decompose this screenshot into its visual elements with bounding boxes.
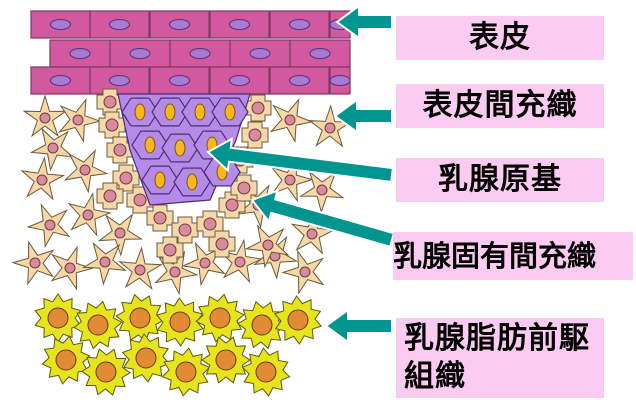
primordium-nucleus bbox=[194, 103, 206, 121]
stroma-nucleus bbox=[178, 223, 192, 237]
label-mammary-stroma: 乳腺固有間充織 bbox=[393, 232, 633, 280]
epidermis-nucleus bbox=[289, 75, 310, 86]
fat-nucleus bbox=[55, 349, 77, 371]
primordium-nucleus bbox=[186, 173, 198, 191]
mesenchyme-nucleus bbox=[234, 256, 246, 268]
label-epidermis-text: 表皮 bbox=[469, 20, 531, 55]
stroma-nucleus bbox=[203, 217, 217, 231]
epidermis-nucleus bbox=[109, 19, 130, 30]
epidermis-nucleus bbox=[289, 19, 310, 30]
mesenchyme-nucleus bbox=[44, 219, 56, 231]
label-epidermis: 表皮 bbox=[396, 16, 604, 60]
mesenchyme-nucleus bbox=[316, 184, 328, 196]
fat-nucleus bbox=[95, 361, 117, 383]
fat-nucleus bbox=[209, 307, 231, 329]
mesenchyme-nucleus bbox=[39, 112, 51, 124]
mesenchyme-cells bbox=[11, 94, 353, 296]
fat-precursor-tissue bbox=[34, 293, 323, 397]
arrow-epidermis bbox=[335, 4, 393, 40]
epidermis-nucleus bbox=[69, 48, 91, 59]
epidermis-nucleus bbox=[229, 75, 250, 86]
epidermis-nucleus bbox=[50, 75, 71, 86]
stroma-nucleus bbox=[103, 189, 117, 203]
arrow-epidermal-mesenchyme bbox=[333, 98, 393, 134]
mesenchyme-nucleus bbox=[324, 122, 336, 134]
stroma-nucleus bbox=[237, 181, 251, 195]
fat-nucleus bbox=[215, 349, 237, 371]
epidermis-nucleus bbox=[50, 19, 71, 30]
mesenchyme-nucleus bbox=[284, 174, 296, 186]
mammary-primordium bbox=[117, 93, 251, 206]
stroma-nucleus bbox=[153, 211, 167, 225]
pointer-arrows bbox=[206, 4, 396, 344]
mesenchyme-nucleus bbox=[169, 266, 181, 278]
label-epidermal-mesenchyme-text: 表皮間充織 bbox=[422, 88, 578, 123]
mesenchyme-nucleus bbox=[262, 239, 274, 251]
stroma-nucleus bbox=[215, 237, 229, 251]
mesenchyme-nucleus bbox=[72, 114, 84, 126]
fat-nucleus bbox=[255, 361, 277, 383]
primordium-nucleus bbox=[174, 139, 186, 157]
epidermis-nucleus bbox=[329, 75, 351, 86]
primordium-nucleus bbox=[154, 171, 166, 189]
epidermis-nucleus bbox=[189, 48, 211, 59]
stroma-nucleus bbox=[133, 193, 147, 207]
stroma-nucleus bbox=[163, 243, 177, 257]
label-epidermal-mesenchyme: 表皮間充織 bbox=[396, 84, 604, 128]
fat-nucleus bbox=[87, 314, 109, 336]
label-fat-line1: 乳腺脂肪前駆 bbox=[404, 321, 590, 356]
mesenchyme-nucleus bbox=[47, 142, 59, 154]
mesenchyme-nucleus bbox=[79, 164, 91, 176]
stroma-nucleus bbox=[225, 198, 239, 212]
stroma-nucleus bbox=[105, 118, 119, 132]
epidermis-nucleus bbox=[169, 19, 190, 30]
epidermis-layer bbox=[30, 10, 351, 95]
primordium-nucleus bbox=[134, 103, 146, 121]
epidermis-nucleus bbox=[249, 48, 271, 59]
arrow-mammary-stroma bbox=[250, 189, 396, 248]
arrow-mammary-primordium bbox=[206, 137, 395, 184]
fat-nucleus bbox=[129, 307, 151, 329]
epidermis-nucleus bbox=[109, 75, 130, 86]
label-mammary-primordium-text: 乳腺原基 bbox=[438, 162, 562, 197]
epidermis-nucleus bbox=[169, 75, 190, 86]
mesenchyme-nucleus bbox=[64, 262, 76, 274]
label-fat-line2: 組織 bbox=[404, 359, 466, 394]
mesenchyme-nucleus bbox=[99, 256, 111, 268]
mesenchyme-nucleus bbox=[284, 114, 296, 126]
fat-nucleus bbox=[175, 361, 197, 383]
fat-nucleus bbox=[135, 347, 157, 369]
arrow-fat-precursor bbox=[324, 308, 393, 344]
fat-nucleus bbox=[169, 311, 191, 333]
label-mammary-primordium: 乳腺原基 bbox=[396, 158, 604, 202]
stroma-nucleus bbox=[103, 95, 117, 109]
mesenchyme-nucleus bbox=[82, 209, 94, 221]
epidermis-nucleus bbox=[129, 48, 151, 59]
mesenchyme-nucleus bbox=[114, 227, 126, 239]
fat-nucleus bbox=[47, 307, 69, 329]
label-mammary-stroma-text: 乳腺固有間充織 bbox=[393, 239, 597, 273]
fat-nucleus bbox=[251, 314, 273, 336]
primordium-nucleus bbox=[144, 136, 156, 154]
stroma-nucleus bbox=[248, 128, 262, 142]
fat-nucleus bbox=[287, 309, 309, 331]
stroma-nucleus bbox=[119, 171, 133, 185]
mesenchyme-nucleus bbox=[299, 266, 311, 278]
mesenchyme-nucleus bbox=[306, 228, 318, 240]
mesenchyme-nucleus bbox=[36, 174, 48, 186]
mesenchyme-nucleus bbox=[199, 257, 211, 269]
epidermis-nucleus bbox=[309, 48, 331, 59]
primordium-nucleus bbox=[224, 103, 236, 121]
mesenchyme-nucleus bbox=[29, 257, 41, 269]
primordium-nucleus bbox=[164, 103, 176, 121]
mesenchyme-nucleus bbox=[134, 264, 146, 276]
stroma-nucleus bbox=[113, 143, 127, 157]
label-mammary-fat-precursor: 乳腺脂肪前駆 組織 bbox=[396, 318, 604, 398]
stroma-nucleus bbox=[251, 101, 265, 115]
epidermis-nucleus bbox=[229, 19, 250, 30]
